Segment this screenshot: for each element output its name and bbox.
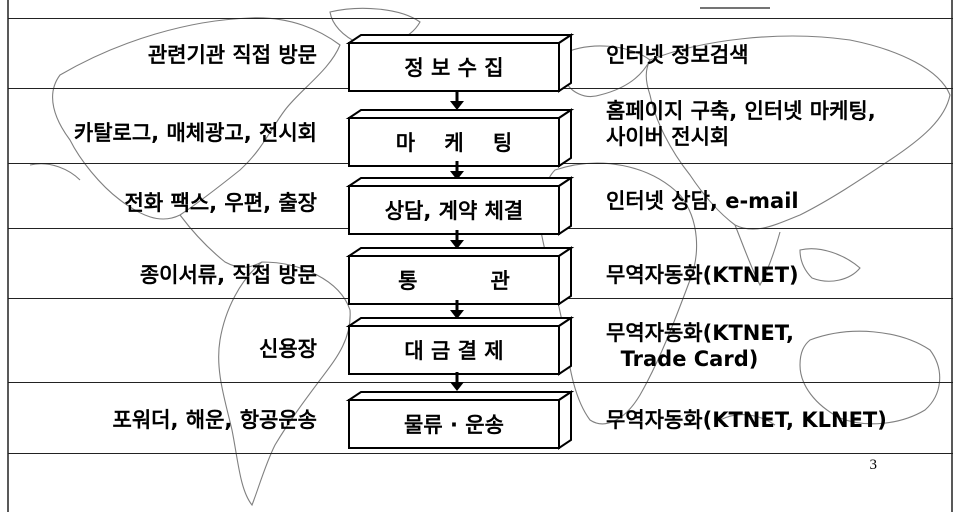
step-1-traditional-method: 관련기관 직접 방문 bbox=[147, 43, 317, 67]
divider-line bbox=[8, 453, 953, 454]
arrow-down-icon bbox=[450, 91, 464, 110]
step-2-online-line-1: 홈페이지 구축, 인터넷 마케팅, bbox=[606, 99, 876, 123]
step-2-box: 마 케 팅 bbox=[345, 108, 579, 168]
step-3-traditional-method: 전화 팩스, 우편, 출장 bbox=[124, 191, 317, 215]
step-5-online-line-1: 무역자동화(KTNET, bbox=[606, 321, 795, 345]
step-4-box: 통 관 bbox=[345, 246, 579, 306]
step-5-online-method: 무역자동화(KTNET, Trade Card) bbox=[606, 320, 794, 372]
step-6-online-method: 무역자동화(KTNET, KLNET) bbox=[606, 407, 887, 433]
step-3-online-method: 인터넷 상담, e-mail bbox=[606, 188, 799, 214]
step-1-box: 정 보 수 집 bbox=[345, 33, 579, 93]
step-5-box: 대 금 결 제 bbox=[345, 316, 579, 376]
step-6-label: 물류 · 운송 bbox=[404, 413, 504, 437]
step-3-online-line-1: 인터넷 상담, e-mail bbox=[606, 189, 799, 213]
step-5-traditional-method: 신용장 bbox=[259, 337, 317, 361]
arrow-down-icon bbox=[450, 230, 464, 249]
step-4-online-method: 무역자동화(KTNET) bbox=[606, 262, 799, 288]
step-4-label: 통 관 bbox=[398, 269, 510, 293]
step-5-online-line-2: Trade Card) bbox=[606, 347, 759, 371]
step-2-traditional-method: 카탈로그, 매체광고, 전시회 bbox=[73, 121, 317, 145]
arrow-down-icon bbox=[450, 300, 464, 319]
step-2-label: 마 케 팅 bbox=[395, 131, 513, 155]
divider-line bbox=[8, 382, 953, 383]
step-4-online-line-1: 무역자동화(KTNET) bbox=[606, 263, 799, 287]
step-6-box: 물류 · 운송 bbox=[345, 390, 579, 450]
step-3-label: 상담, 계약 체결 bbox=[384, 199, 524, 223]
arrow-down-icon bbox=[450, 161, 464, 180]
page-number: 3 bbox=[869, 457, 878, 473]
step-1-online-method: 인터넷 정보검색 bbox=[606, 42, 749, 68]
step-3-box: 상담, 계약 체결 bbox=[345, 176, 579, 236]
step-1-label: 정 보 수 집 bbox=[404, 56, 504, 80]
step-2-online-method: 홈페이지 구축, 인터넷 마케팅,사이버 전시회 bbox=[606, 98, 876, 150]
step-6-online-line-1: 무역자동화(KTNET, KLNET) bbox=[606, 408, 887, 432]
step-4-traditional-method: 종이서류, 직접 방문 bbox=[139, 263, 317, 287]
step-1-online-line-1: 인터넷 정보검색 bbox=[606, 43, 749, 67]
arrow-down-icon bbox=[450, 372, 464, 391]
step-2-online-line-2: 사이버 전시회 bbox=[606, 125, 730, 149]
step-5-label: 대 금 결 제 bbox=[404, 339, 504, 363]
divider-line bbox=[8, 18, 953, 19]
step-6-traditional-method: 포워더, 해운, 항공운송 bbox=[112, 408, 317, 432]
